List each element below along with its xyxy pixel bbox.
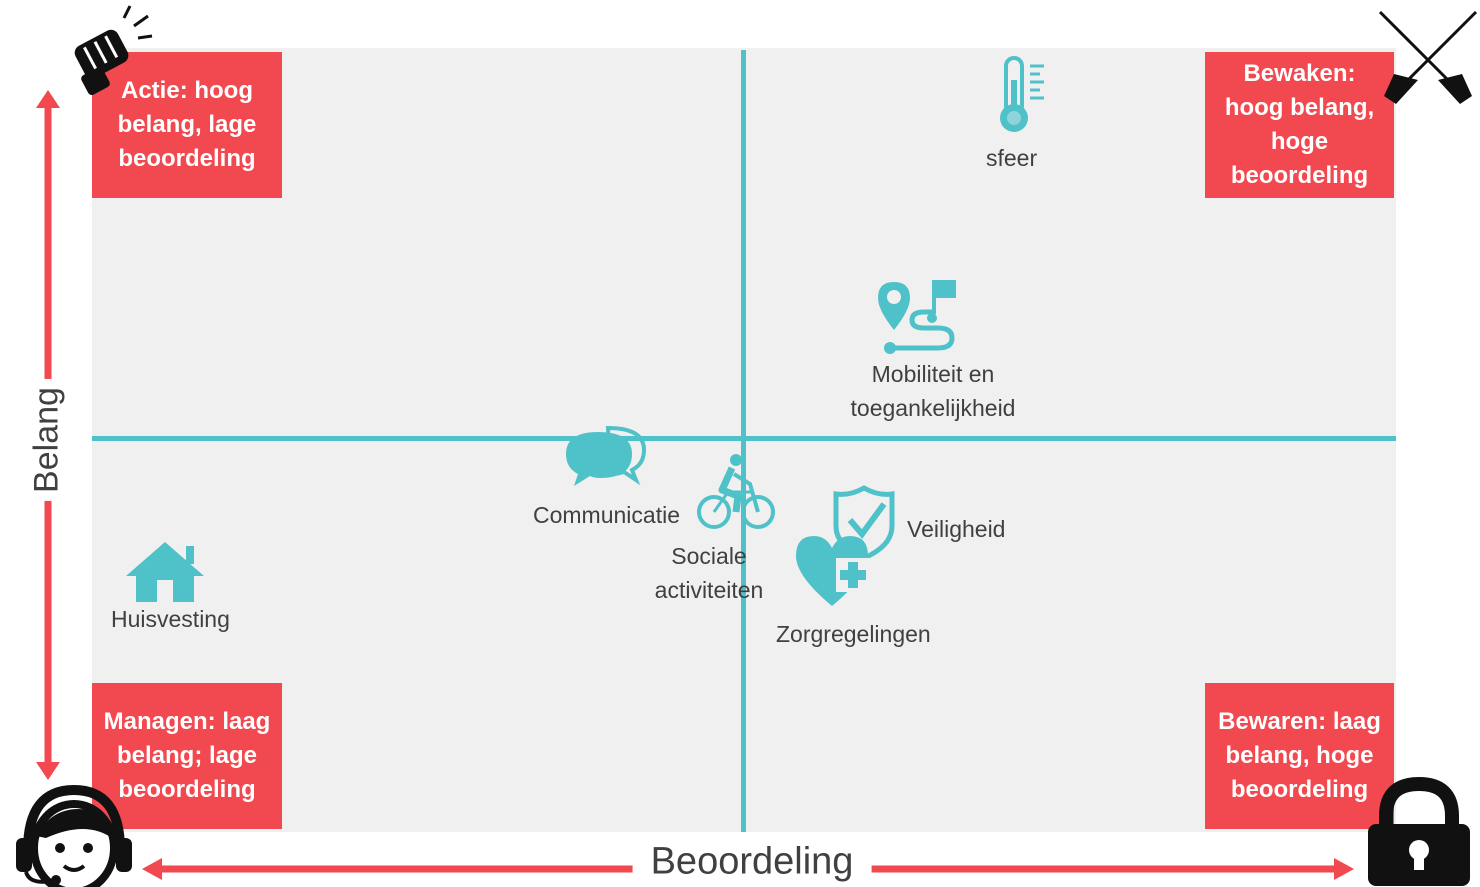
headset-person-icon <box>16 784 132 887</box>
horizontal-axis-line <box>92 436 1396 441</box>
cyclist-icon <box>697 454 775 529</box>
item-label-huisvesting: Huisvesting <box>111 606 230 632</box>
y-axis-label: Belang <box>27 379 67 501</box>
quadrant-top-left-box: Actie: hoog belang, lage beoordeling <box>92 52 282 198</box>
house-icon <box>126 542 204 602</box>
item-label-sociale-line1: Sociale <box>671 543 747 569</box>
quadrant-bottom-right-box: Bewaren: laag belang, hoge beoordeling <box>1205 683 1394 829</box>
item-label-veiligheid: Veiligheid <box>907 516 1006 542</box>
fist-icon <box>74 5 153 96</box>
item-label-sfeer: sfeer <box>986 145 1038 171</box>
vertical-axis-line <box>741 50 746 832</box>
quadrant-top-right-box: Bewaken: hoog belang, hoge beoordeling <box>1205 52 1394 198</box>
padlock-icon <box>1368 776 1470 886</box>
item-label-mobiliteit-line2: toegankelijkheid <box>850 395 1016 421</box>
thermometer-icon <box>1000 56 1044 132</box>
route-pin-flag-icon <box>878 280 956 354</box>
heart-plus-icon <box>796 536 870 606</box>
item-label-communicatie: Communicatie <box>533 502 680 528</box>
item-label-sociale-line2: activiteiten <box>654 577 764 603</box>
chat-bubbles-icon <box>566 425 647 486</box>
item-label-zorgregelingen: Zorgregelingen <box>776 621 931 647</box>
quadrant-bottom-left-box: Managen: laag belang; lage beoordeling <box>92 683 282 829</box>
item-label-mobiliteit-line1: Mobiliteit en <box>871 361 995 387</box>
crossed-swords-icon <box>1378 10 1478 104</box>
x-axis-label: Beoordeling <box>632 840 872 884</box>
